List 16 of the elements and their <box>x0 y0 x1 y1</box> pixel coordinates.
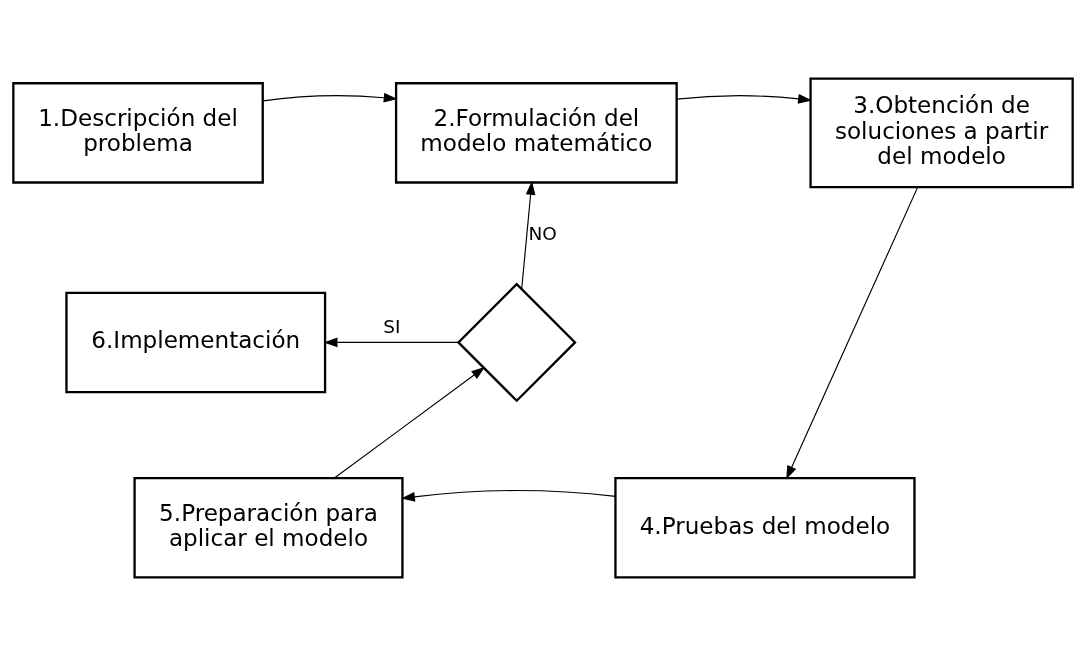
arrow <box>676 93 812 104</box>
arrow <box>323 337 459 347</box>
arrow <box>334 366 486 478</box>
node-box: 5.Preparación para aplicar el modelo <box>133 476 404 579</box>
node-box: 4.Pruebas del modelo <box>614 476 916 579</box>
arrow <box>786 186 919 480</box>
node-box: 2.Formulación del modelo matemático <box>394 81 678 184</box>
node-diamond <box>456 282 577 402</box>
node-box: 3.Obtención de soluciones a partir del modelo <box>809 76 1074 188</box>
node-box: 6.Implementación <box>65 291 327 393</box>
edge-label: SI <box>383 315 401 337</box>
node-box: 1.Descripción del problema <box>12 81 264 184</box>
arrow <box>401 489 616 502</box>
arrow <box>521 180 536 290</box>
edge-label: NO <box>528 222 557 244</box>
arrow <box>262 92 398 103</box>
